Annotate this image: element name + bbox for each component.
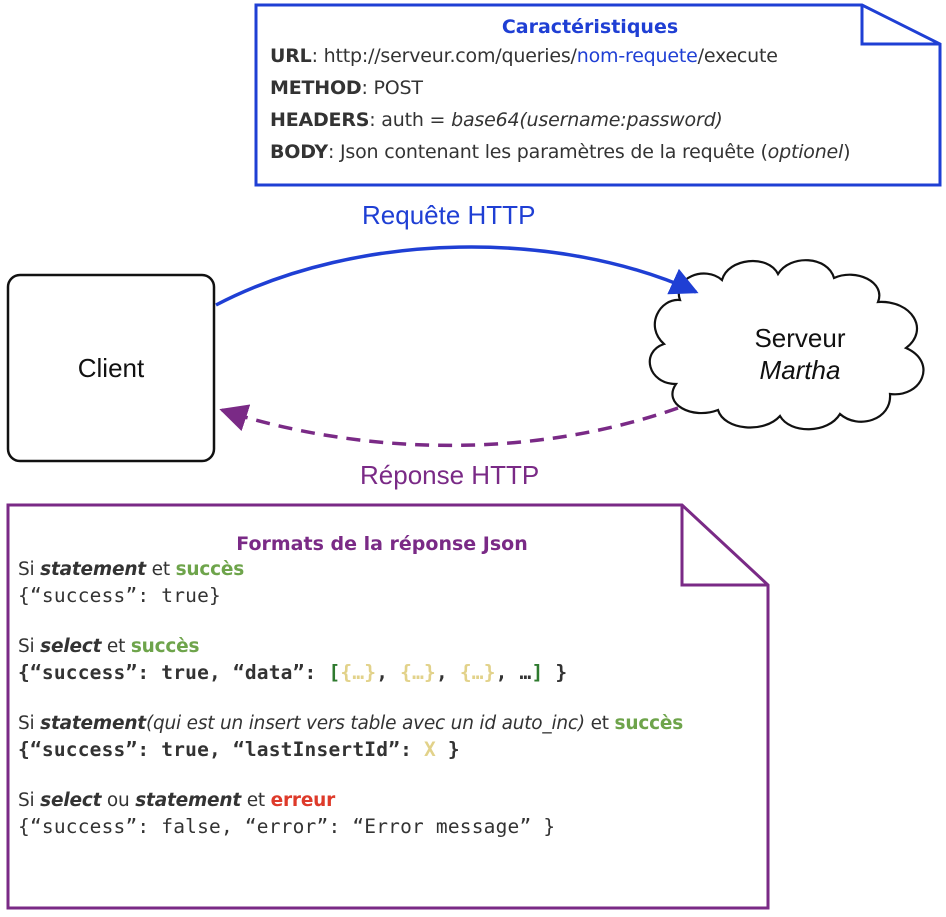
client-label: Client (77, 352, 145, 383)
url-line: URL: http://serveur.com/queries/nom-requ… (270, 40, 940, 72)
case1-et: et (145, 559, 176, 580)
case2-sep1: , (376, 661, 401, 684)
case3-si: Si (18, 713, 41, 734)
characteristics-note: Caractéristiques URL: http://serveur.com… (270, 16, 940, 168)
case4-code: {“success”: false, “error”: “Error messa… (18, 815, 556, 838)
case2-sep2: , (435, 661, 460, 684)
server-cloud (648, 259, 925, 431)
body-optional: optionel (767, 141, 844, 163)
body-close: ) (843, 141, 851, 163)
client-box (6, 273, 216, 463)
response-formats-note-shape (6, 503, 770, 910)
response-label: Réponse HTTP (360, 460, 540, 490)
case4-condition: Si select ou statement et erreur (18, 790, 768, 811)
case3-x: X (423, 738, 436, 761)
case2-item1: {…} (340, 661, 377, 684)
url-suffix: /execute (697, 45, 778, 67)
request-arrow (215, 245, 699, 307)
headers-value: base64(username:password) (451, 109, 723, 131)
case3-condition: Si statement(qui est un insert vers tabl… (18, 713, 768, 734)
server-label: Serveur Martha (700, 322, 900, 386)
headers-key: HEADERS (270, 109, 370, 131)
case2-sep3: , … (495, 661, 532, 684)
case4-si: Si (18, 790, 41, 811)
case2-condition: Si select et succès (18, 636, 768, 657)
characteristics-note-shape (254, 3, 942, 187)
server-name: Martha (759, 355, 841, 385)
case3-et: et (584, 713, 615, 734)
url-highlight: nom-requete (576, 45, 698, 67)
body-key: BODY (270, 141, 328, 163)
request-label: Requête HTTP (362, 200, 536, 230)
case2-si: Si (18, 636, 41, 657)
case2-status: succès (130, 636, 200, 657)
case3-code: {“success”: true, “lastInsertId”: X } (18, 738, 768, 761)
case2-code-start: {“success”: true, “data”: (18, 661, 329, 684)
case3-code-start: {“success”: true, “lastInsertId”: (18, 738, 424, 761)
case3-status: succès (614, 713, 684, 734)
case2-et: et (101, 636, 131, 657)
method-line: METHOD: POST (270, 72, 940, 104)
case2-code-end: } (543, 661, 568, 684)
case2-bracket-open: [ (328, 661, 341, 684)
response-formats-note: Formats de la réponse Json Si statement … (18, 533, 768, 838)
case3-code-end: } (435, 738, 460, 761)
case2-bracket-close: ] (531, 661, 544, 684)
server-title: Serveur (754, 323, 846, 353)
case4-et: et (241, 790, 271, 811)
url-key: URL (270, 45, 312, 67)
headers-prefix: : auth = (369, 109, 452, 131)
characteristics-note-fold (860, 5, 940, 46)
characteristics-title: Caractéristiques (501, 16, 679, 38)
case2-item3: {…} (459, 661, 496, 684)
case1-si: Si (18, 559, 41, 580)
case3-kind: statement (40, 713, 146, 734)
case4-status: erreur (270, 790, 336, 811)
method-value: : POST (361, 77, 423, 99)
case4-kind1: select (40, 790, 102, 811)
case4-ou: ou (101, 790, 136, 811)
case1-condition: Si statement et succès (18, 559, 768, 580)
headers-line: HEADERS: auth = base64(username:password… (270, 104, 940, 136)
case1-kind: statement (40, 559, 146, 580)
case1-code: {“success”: true} (18, 584, 221, 607)
case3-note: (qui est un insert vers table avec un id… (145, 713, 585, 734)
url-prefix: : http://serveur.com/queries/ (311, 45, 577, 67)
case2-item2: {…} (400, 661, 436, 684)
body-line: BODY: Json contenant les paramètres de l… (270, 136, 940, 168)
case4-kind2: statement (135, 790, 242, 811)
case2-kind: select (40, 636, 102, 657)
response-formats-note-fold (680, 505, 768, 587)
response-arrow (219, 404, 679, 448)
body-value: : Json contenant les paramètres de la re… (327, 141, 768, 163)
case2-code: {“success”: true, “data”: [{…}, {…}, {…}… (18, 661, 768, 684)
response-formats-title: Formats de la réponse Json (236, 533, 528, 555)
case1-status: succès (175, 559, 245, 580)
method-key: METHOD (270, 77, 362, 99)
